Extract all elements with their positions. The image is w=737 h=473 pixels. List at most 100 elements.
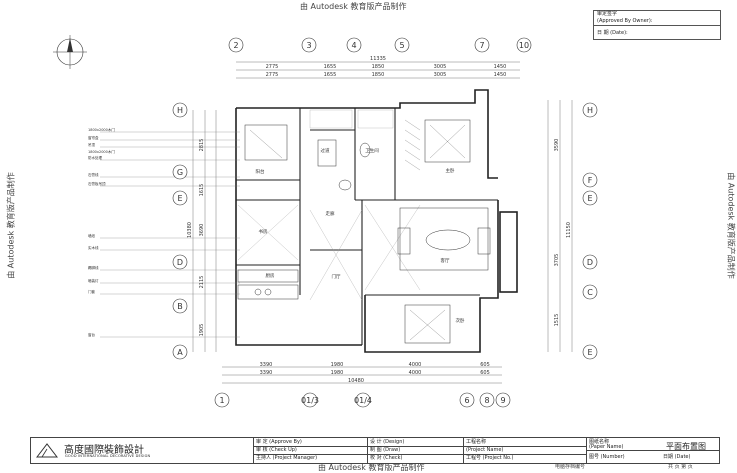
watermark-top: 由 Autodesk 教育版产品制作 bbox=[300, 2, 407, 11]
dim-top-row1-0: 2775 bbox=[266, 64, 279, 70]
bottom-dimension-lines bbox=[222, 366, 502, 384]
grid-left-2-circle bbox=[172, 190, 188, 206]
grid-bottom-0: 1 bbox=[219, 396, 224, 405]
grid-left-4-circle bbox=[172, 298, 188, 314]
dim-right-1: 3705 bbox=[554, 254, 560, 267]
dim-left-4: 1905 bbox=[199, 324, 205, 337]
dim-bottom-row2-2: 4000 bbox=[409, 370, 422, 376]
dim-bottom-row1-2: 4000 bbox=[409, 362, 422, 368]
company-name: 高度國際裝飾設計 bbox=[64, 445, 144, 456]
wardrobe-hatch bbox=[404, 119, 421, 171]
approval-box: 审定签字 (Approved By Owner): 日 期 (Date): bbox=[593, 10, 721, 40]
floor-tiles bbox=[237, 109, 421, 301]
note-0: 1800x2000木门 bbox=[88, 127, 115, 132]
grid-right-3-circle bbox=[582, 254, 598, 270]
dim-left-2: 3690 bbox=[199, 224, 205, 237]
grid-left-0: H bbox=[177, 106, 183, 115]
grid-right-4: C bbox=[587, 288, 593, 297]
approval-label: 审定签字 bbox=[597, 11, 618, 17]
dim-top-row1-3: 3005 bbox=[434, 64, 447, 70]
note-6: 石膏板吊顶 bbox=[88, 181, 106, 186]
dim-top-row1-2: 1850 bbox=[372, 64, 385, 70]
dim-bottom-row2-0: 3390 bbox=[260, 370, 273, 376]
dim-right-2: 1515 bbox=[554, 314, 560, 327]
grid-top-0: 2 bbox=[233, 41, 238, 50]
page-count-label: 共 页 第 页 bbox=[668, 464, 693, 470]
dim-top-row1-1: 1655 bbox=[324, 64, 337, 70]
note-2: 吊顶 bbox=[88, 143, 95, 147]
grid-bottom-1-circle bbox=[302, 392, 318, 408]
grid-left-1-circle bbox=[172, 164, 188, 180]
dim-bottom-row2-3: 605 bbox=[480, 370, 490, 376]
room-hall-label: 走廊 bbox=[326, 210, 335, 217]
grid-bottom-3-circle bbox=[459, 392, 475, 408]
grid-top-5-circle bbox=[516, 37, 532, 53]
exterior-walls bbox=[235, 89, 518, 353]
grid-top-3: 5 bbox=[399, 41, 404, 50]
dim-top-row2-2: 1850 bbox=[372, 72, 385, 78]
grid-top-1: 3 bbox=[306, 41, 311, 50]
company-name-en: GOOD INTERNATIONAL DECORATIVE DESIGN bbox=[65, 454, 151, 458]
approve-by-label: 审 定 (Approve By) bbox=[256, 439, 302, 445]
note-4: 防水处理 bbox=[88, 155, 102, 160]
check-label: 校 对 (Check) bbox=[370, 455, 403, 461]
grid-right-2-circle bbox=[582, 190, 598, 206]
project-name-en-label: (Project Name) bbox=[466, 447, 504, 453]
date-label: 日期 (Date) bbox=[663, 454, 691, 460]
room-study-label: 书房 bbox=[259, 228, 268, 235]
grid-bottom-4-circle bbox=[479, 392, 495, 408]
room-living-label: 客厅 bbox=[441, 257, 450, 264]
grid-left-5: A bbox=[177, 348, 183, 357]
grid-bottom-4: 8 bbox=[484, 396, 489, 405]
grid-bottom-3: 6 bbox=[464, 396, 469, 405]
project-name-label: 工程名称 bbox=[466, 439, 487, 445]
grid-bottom-1: 01/3 bbox=[301, 396, 319, 405]
project-manager-label: 主持人 (Project Manager) bbox=[256, 455, 318, 461]
dim-bottom-row2-1: 1980 bbox=[331, 370, 344, 376]
dim-top-row2-4: 1450 bbox=[494, 72, 507, 78]
grid-right-5: E bbox=[587, 348, 592, 357]
right-dimension-lines bbox=[547, 100, 573, 352]
note-10: 暗装灯 bbox=[88, 278, 99, 283]
grid-top-4: 7 bbox=[479, 41, 484, 50]
grid-right-0: H bbox=[587, 106, 593, 115]
dim-top-row1-4: 1450 bbox=[494, 64, 507, 70]
note-9: 踢脚线 bbox=[88, 265, 99, 270]
dim-top-row2-3: 3005 bbox=[434, 72, 447, 78]
grid-top-3-circle bbox=[394, 37, 410, 53]
room-corridor-label: 过道 bbox=[321, 147, 330, 154]
grid-right-2: E bbox=[587, 194, 592, 203]
sofa-icon bbox=[397, 207, 491, 271]
room-entry-label: 门厅 bbox=[332, 273, 341, 280]
dim-left-1: 1615 bbox=[199, 184, 205, 197]
paper-no-label: 图号 (Number) bbox=[589, 454, 625, 460]
dim-right-outer: 11150 bbox=[566, 222, 572, 238]
watermark-bottom: 由 Autodesk 教育版产品制作 bbox=[318, 463, 425, 472]
room-kitchen-label: 厨房 bbox=[266, 272, 275, 279]
grid-right-5-circle bbox=[582, 344, 598, 360]
approval-date: 日 期 (Date): bbox=[597, 30, 628, 36]
top-dimension-lines bbox=[236, 61, 520, 79]
grid-bottom-0-circle bbox=[214, 392, 230, 408]
grid-right-0-circle bbox=[582, 102, 598, 118]
dim-left-0: 2815 bbox=[199, 139, 205, 152]
note-5: 石膏线 bbox=[88, 172, 99, 177]
room-bedroom2-label: 次卧 bbox=[456, 317, 465, 324]
grid-left-0-circle bbox=[172, 102, 188, 118]
grid-left-4: B bbox=[177, 302, 183, 311]
company-logo-icon bbox=[35, 443, 59, 458]
bed-cover-pattern bbox=[249, 124, 466, 341]
grid-top-1-circle bbox=[301, 37, 317, 53]
grid-right-4-circle bbox=[582, 284, 598, 300]
title-block: 高度國際裝飾設計 GOOD INTERNATIONAL DECORATIVE D… bbox=[30, 437, 720, 464]
paper-name-label: 图纸名称 bbox=[589, 439, 610, 445]
grid-top-4-circle bbox=[474, 37, 490, 53]
note-8: 实木线 bbox=[88, 245, 99, 250]
room-bath-label: 卫生间 bbox=[365, 147, 379, 154]
grid-right-1-circle bbox=[582, 172, 598, 188]
note-3: 1800x2000木门 bbox=[88, 149, 115, 154]
grid-left-3: D bbox=[177, 258, 183, 267]
grid-left-5-circle bbox=[172, 344, 188, 360]
